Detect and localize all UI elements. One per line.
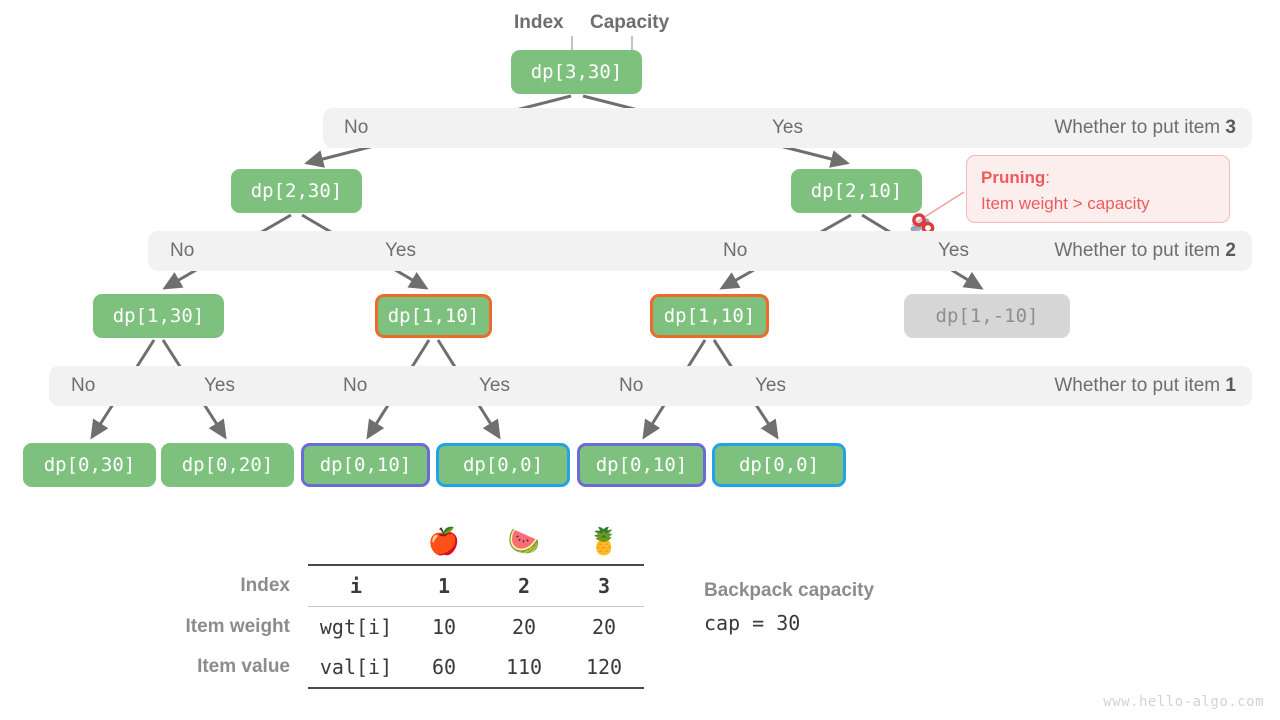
table-emoji-row: 🍎 🍉 🍍	[140, 520, 644, 565]
decision-band-item3	[323, 108, 1252, 148]
band3-choice-yes: Yes	[772, 117, 803, 138]
band2-question-text: Whether to put item	[1054, 240, 1226, 261]
row-label-item-value: Item value	[197, 656, 290, 677]
decision-band-item1	[49, 366, 1252, 406]
band1-choice-yes-2: Yes	[479, 375, 510, 396]
band3-question: Whether to put item 3	[932, 108, 1236, 148]
band1-question-text: Whether to put item	[1054, 375, 1226, 396]
backpack-capacity-value: cap = 30	[704, 611, 801, 635]
index-value-1: 1	[404, 564, 484, 607]
value-value-3: 120	[564, 647, 644, 689]
table-row-weight: Item weight wgt[i] 10 20 20	[140, 607, 644, 648]
band2-question-item: 2	[1225, 240, 1236, 261]
index-value-2: 2	[484, 564, 564, 607]
band1-choice-yes-1: Yes	[204, 375, 235, 396]
band2-choice-no-1: No	[170, 240, 195, 261]
weight-value-3: 20	[591, 615, 617, 639]
node-dp-2-30[interactable]: dp[2,30]	[231, 169, 362, 213]
leaf-dp-0-20[interactable]: dp[0,20]	[161, 443, 294, 487]
node-dp-1-30[interactable]: dp[1,30]	[93, 294, 224, 338]
node-dp-1-10-right[interactable]: dp[1,10]	[650, 294, 769, 338]
pruning-callout-title-line: Pruning:	[981, 165, 1215, 191]
band3-question-text: Whether to put item	[1054, 117, 1226, 138]
band3-choice-no: No	[344, 117, 369, 138]
band1-choice-no-2: No	[343, 375, 368, 396]
item-emoji-apple: 🍎	[427, 527, 461, 557]
items-table-grid: 🍎 🍉 🍍 Index i 1 2 3 Item weight wgt[i] 1…	[140, 520, 644, 689]
node-dp-2-10[interactable]: dp[2,10]	[791, 169, 922, 213]
row-key-val: val[i]	[308, 647, 404, 689]
leaf-dp-0-10-left[interactable]: dp[0,10]	[301, 443, 430, 487]
band1-choice-no-3: No	[619, 375, 644, 396]
head-label-index: Index	[514, 12, 564, 33]
value-value-1: 60	[404, 647, 484, 689]
item-emoji-pineapple: 🍍	[587, 527, 621, 557]
table-row-value: Item value val[i] 60 110 120	[140, 647, 644, 689]
value-value-2: 110	[484, 647, 564, 689]
band1-question: Whether to put item 1	[932, 366, 1236, 406]
band1-question-item: 1	[1225, 375, 1236, 396]
node-dp-1-10-left[interactable]: dp[1,10]	[375, 294, 492, 338]
leaf-dp-0-0-left[interactable]: dp[0,0]	[436, 443, 570, 487]
backpack-capacity-label: Backpack capacity	[704, 580, 875, 601]
pruning-callout-colon: :	[1045, 168, 1050, 187]
emoji-row-key-spacer	[308, 520, 404, 565]
leaf-dp-0-30[interactable]: dp[0,30]	[23, 443, 156, 487]
band3-question-item: 3	[1225, 117, 1236, 138]
node-dp-1-minus10-pruned: dp[1,-10]	[904, 294, 1070, 338]
band2-choice-yes-1: Yes	[385, 240, 416, 261]
row-key-wgt: wgt[i]	[319, 615, 393, 639]
items-table: 🍎 🍉 🍍 Index i 1 2 3 Item weight wgt[i] 1…	[140, 520, 644, 689]
pruning-callout: Pruning: Item weight > capacity	[966, 155, 1230, 223]
weight-value-1: 10	[431, 615, 457, 639]
leaf-dp-0-0-right[interactable]: dp[0,0]	[712, 443, 846, 487]
backpack-capacity-note: Backpack capacity cap = 30	[704, 580, 874, 635]
band2-choice-no-2: No	[723, 240, 748, 261]
band2-question: Whether to put item 2	[932, 231, 1236, 271]
row-label-item-weight: Item weight	[185, 616, 290, 637]
band2-choice-yes-2: Yes	[938, 240, 969, 261]
leaf-dp-0-10-right[interactable]: dp[0,10]	[577, 443, 706, 487]
table-row-index: Index i 1 2 3	[140, 564, 644, 607]
band1-choice-yes-3: Yes	[755, 375, 786, 396]
pruning-callout-title: Pruning	[981, 168, 1046, 187]
item-emoji-watermelon: 🍉	[507, 527, 541, 557]
decision-band-item2	[148, 231, 1252, 271]
watermark: www.hello-algo.com	[1103, 694, 1264, 710]
index-value-3: 3	[564, 564, 644, 607]
pruning-callout-body: Item weight > capacity	[981, 194, 1150, 213]
row-label-index: Index	[240, 575, 290, 596]
row-key-index: i	[308, 564, 404, 607]
weight-value-2: 20	[511, 615, 537, 639]
band1-choice-no-1: No	[71, 375, 96, 396]
emoji-row-spacer	[140, 520, 308, 565]
head-label-capacity: Capacity	[590, 12, 670, 33]
node-dp-3-30[interactable]: dp[3,30]	[511, 50, 642, 94]
